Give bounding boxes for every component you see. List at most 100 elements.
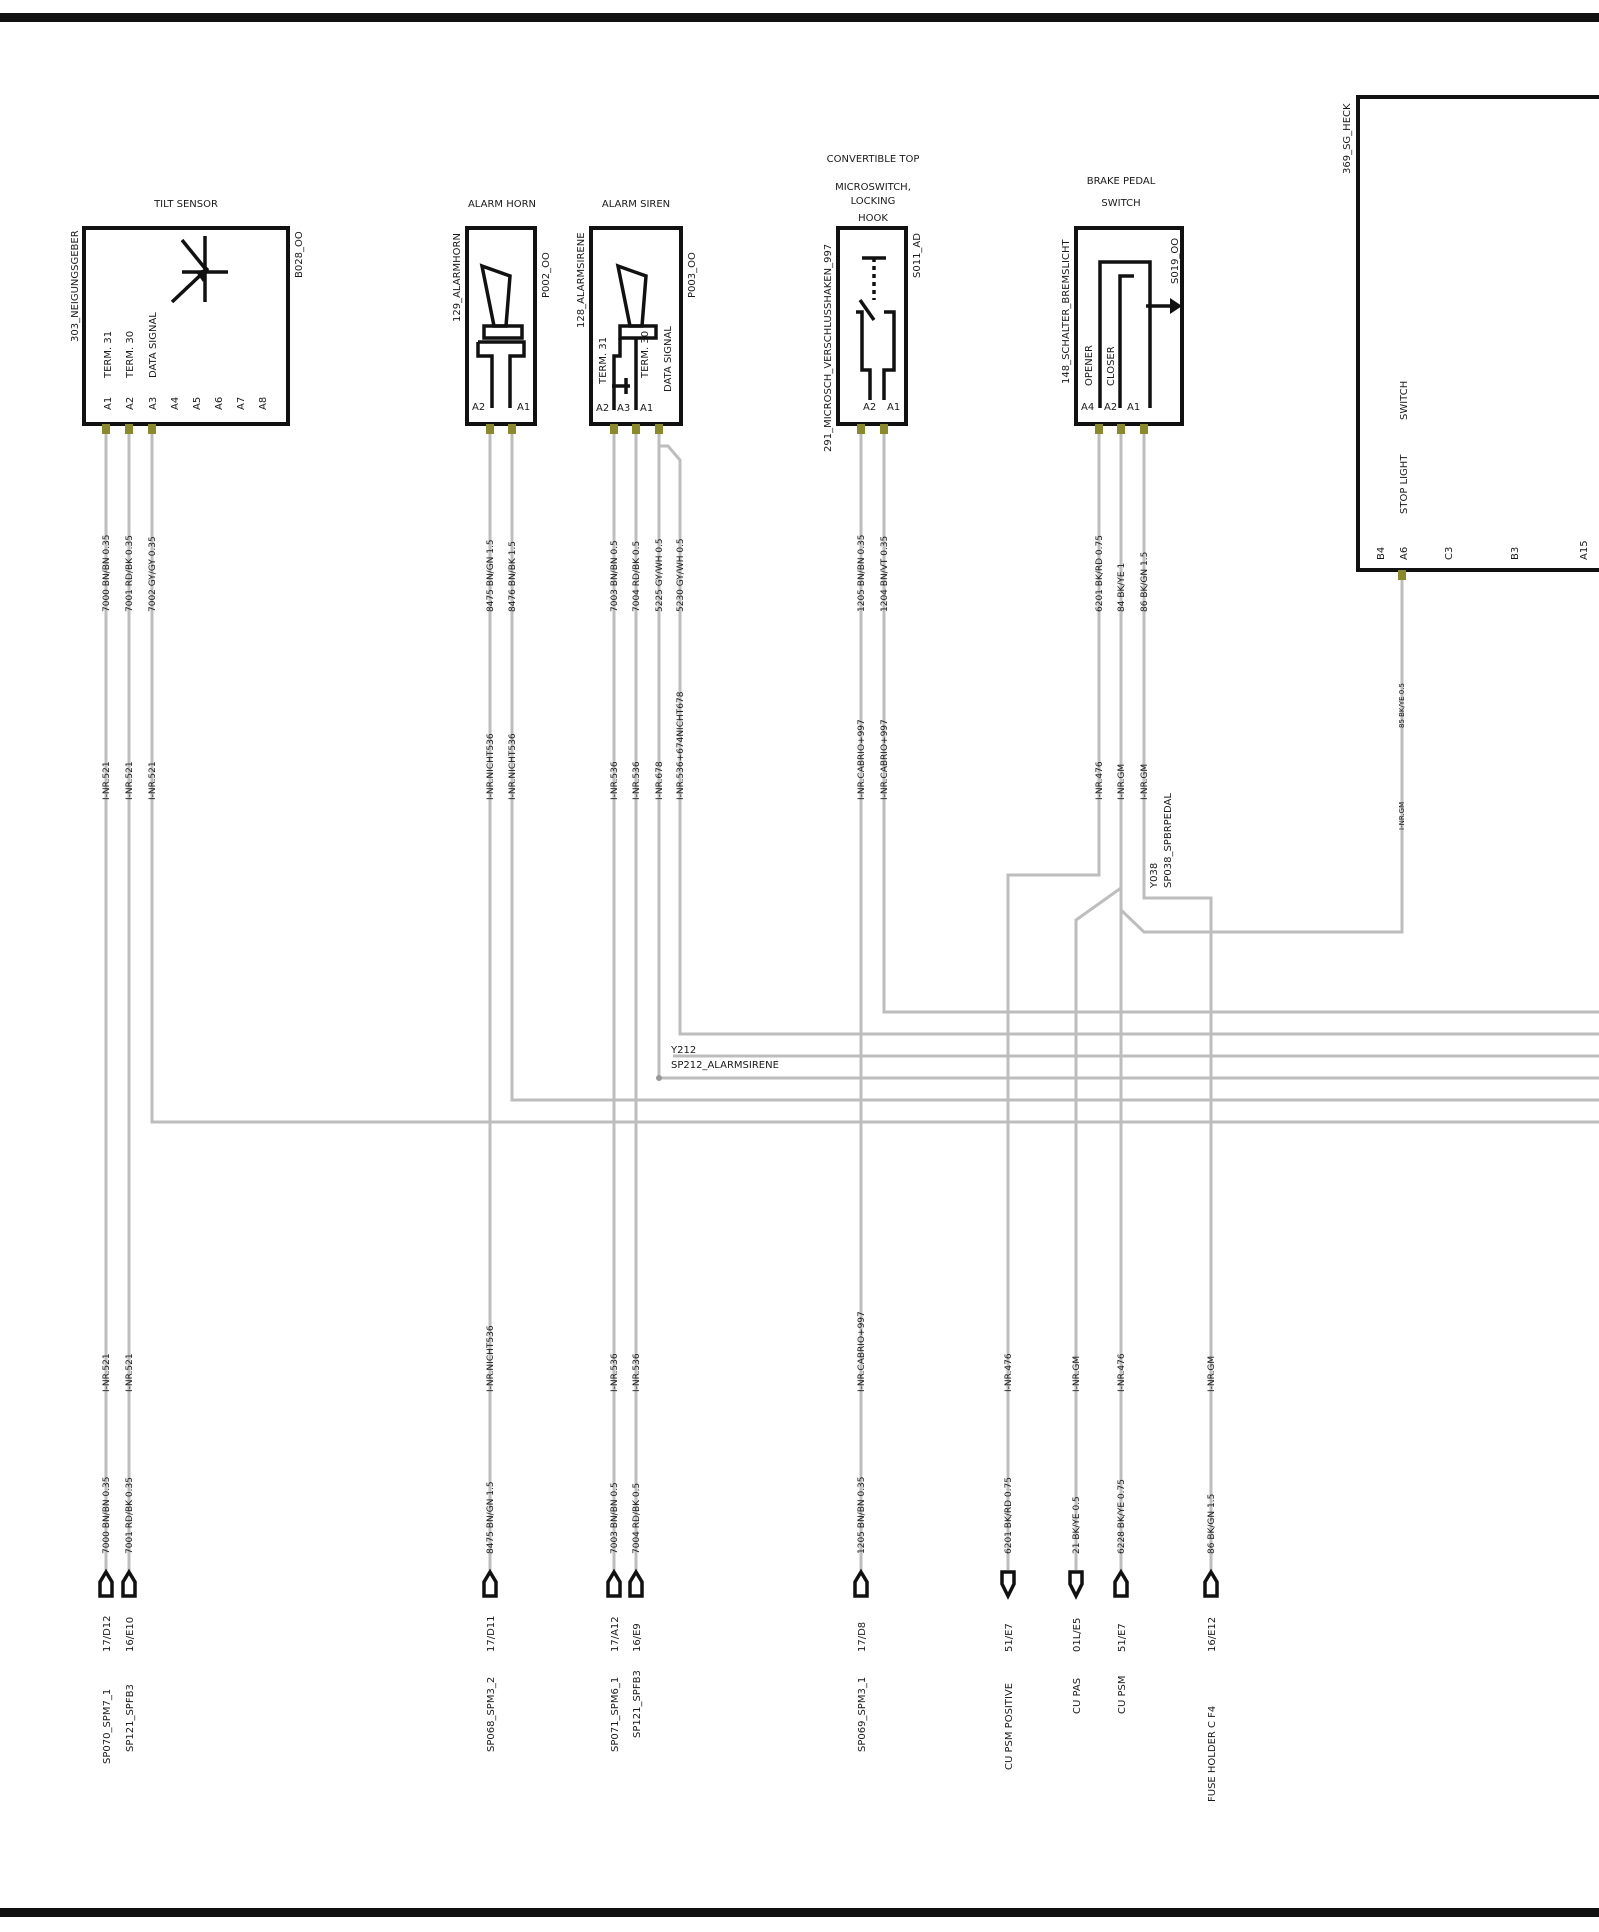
siren-pin-mark	[610, 424, 618, 434]
connector-arrow-icon[interactable]	[1113, 1568, 1129, 1598]
tilt-pin-a5: A5	[192, 397, 203, 410]
horn-pin-a2: A2	[472, 402, 485, 413]
wire-8476[interactable]	[510, 428, 1599, 1102]
tilt-sensor[interactable]: TILT SENSOR 303_NEIGUNGSGEBER B028_OO TE…	[70, 199, 305, 434]
inr-label: I-NR.536	[632, 761, 642, 800]
tilt-pin-a6: A6	[214, 397, 225, 410]
inr-label: I-NR.536+674NICHT678	[676, 691, 686, 800]
siren-data-signal: DATA SIGNAL	[663, 326, 674, 392]
connector-ref: 51/E7	[1117, 1623, 1128, 1652]
connector-name: SP121_SPFB3	[632, 1670, 643, 1738]
wire-label: 1204 BN/VT 0.35	[880, 536, 890, 612]
brake-opener: OPENER	[1084, 345, 1095, 386]
tilt-pin-a1: A1	[103, 397, 114, 410]
wire-7002[interactable]	[150, 428, 1599, 1124]
tilt-sensor-box	[82, 226, 290, 426]
wire-label: 86 BK/GN 1.5	[1140, 552, 1150, 612]
connector-arrow-icon[interactable]	[98, 1568, 114, 1598]
wire-5230[interactable]	[659, 444, 1599, 1036]
inr-label: I-NR.GM	[1207, 1356, 1217, 1392]
wire-label: 86 BK/GN 1.5	[1207, 1494, 1217, 1554]
inr-label: I-NR.521	[148, 761, 158, 800]
tilt-sensor-id: 303_NEIGUNGSGEBER	[70, 230, 81, 342]
alarm-horn-id: 129_ALARMHORN	[452, 233, 463, 322]
inr-label: I-NR.GM	[1072, 1356, 1082, 1392]
tilt-term31: TERM. 31	[103, 331, 114, 379]
sg-pin-a15: A15	[1579, 540, 1590, 560]
inr-label: I-NR.NICHT536	[486, 1325, 496, 1392]
top-border	[0, 13, 1599, 22]
wire-label: 7001 RD/BK 0.35	[125, 1477, 135, 1554]
micro-code: S011_AD	[912, 233, 923, 278]
connector-arrow-icon[interactable]	[482, 1568, 498, 1598]
micro-title-1: CONVERTIBLE TOP	[827, 154, 920, 165]
wire-label: 84 BK/YE 1	[1117, 563, 1127, 612]
siren-symbol-icon	[612, 263, 658, 410]
inr-label: I-NR.GM	[1140, 764, 1150, 800]
wire-1204[interactable]	[882, 428, 1599, 1014]
connector-arrow-icon[interactable]	[1068, 1570, 1084, 1600]
sg-switch: SWITCH	[1399, 381, 1410, 420]
brake-pin-a1: A1	[1127, 402, 1140, 413]
wire-84[interactable]	[1074, 428, 1123, 1570]
connector-arrow-icon[interactable]	[606, 1568, 622, 1598]
wire-label: 7000 BN/BN 0.35	[102, 534, 112, 612]
brake-pin-mark	[1117, 424, 1125, 434]
connector-names: SP070_SPM7_1 SP121_SPFB3 SP068_SPM3_2 SP…	[102, 1670, 1218, 1802]
connector-name: CU PSM	[1117, 1676, 1128, 1715]
tilt-pin-a2: A2	[125, 397, 136, 410]
inr-label: I-NR.678	[655, 761, 665, 800]
wire-86[interactable]	[1142, 428, 1213, 1570]
wire-label: 1205 BN/BN 0.35	[857, 534, 867, 612]
horn-pin-mark	[508, 424, 516, 434]
wire-label: 7004 RD/BK 0.5	[632, 1483, 642, 1554]
brake-pin-a2: A2	[1104, 402, 1117, 413]
splice-y212	[656, 1075, 662, 1081]
wire-6201[interactable]	[1006, 428, 1101, 1570]
connector-name: SP069_SPM3_1	[857, 1677, 868, 1752]
control-unit-sg-heck[interactable]: 369_SG_HECK STOP LIGHT SWITCH B4 A6 C3 B…	[1342, 95, 1599, 580]
connector-ref: 16/E10	[125, 1617, 136, 1652]
connector-name: SP121_SPFB3	[125, 1684, 136, 1752]
connector-ref: 51/E7	[1004, 1623, 1015, 1652]
alarm-siren-id: 128_ALARMSIRENE	[576, 232, 587, 328]
brake-pin-a4: A4	[1081, 402, 1094, 413]
brake-pedal-switch[interactable]: BRAKE PEDAL SWITCH 148_SCHALTER_BREMSLIC…	[1061, 176, 1184, 434]
inr-label: I-NR.GM	[1117, 764, 1127, 800]
sg-pin-b4: B4	[1376, 547, 1387, 560]
wire-85[interactable]	[1119, 570, 1404, 934]
inr-label: I-NR.NICHT536	[508, 733, 518, 800]
brake-pin-mark	[1095, 424, 1103, 434]
alarm-horn-title: ALARM HORN	[468, 199, 536, 210]
wire-label: 8476 BN/BK 1.5	[508, 541, 518, 612]
inr-labels-lower: I-NR.521 I-NR.521 I-NR.NICHT536 I-NR.536…	[102, 1311, 1217, 1392]
connector-arrow-icon[interactable]	[1203, 1568, 1219, 1598]
connector-name: SP071_SPM6_1	[610, 1677, 621, 1752]
connector-arrow-icon[interactable]	[1000, 1570, 1016, 1600]
connector-arrow-icon[interactable]	[121, 1568, 137, 1598]
inr-label: I-NR.CABRIO+997	[857, 719, 867, 800]
inr-label: I-NR.536	[610, 1353, 620, 1392]
siren-pin-mark	[655, 424, 663, 434]
tilt-pin-mark	[102, 424, 110, 434]
connector-arrow-icon[interactable]	[853, 1568, 869, 1598]
micro-title-4: HOOK	[858, 213, 888, 224]
alarm-siren-code: P003_OO	[687, 252, 698, 298]
wire-label: 6228 BK/YE 0.75	[1117, 1479, 1127, 1554]
splice-y038-label: Y038	[1149, 863, 1160, 889]
siren-pin-a1: A1	[640, 403, 653, 414]
connector-arrow-icon[interactable]	[628, 1568, 644, 1598]
wire-label: 5225 GY/WH 0.5	[655, 538, 665, 612]
connector-name: SP070_SPM7_1	[102, 1689, 113, 1764]
alarm-siren[interactable]: ALARM SIREN 128_ALARMSIRENE P003_OO TERM…	[576, 199, 698, 434]
connector-ref: 17/D11	[486, 1615, 497, 1652]
tilt-pin-mark	[125, 424, 133, 434]
wire-label: 7002 GY/GY 0.35	[148, 536, 158, 612]
inr-label: I-NR.521	[125, 761, 135, 800]
wire-label: 7003 BN/BN 0.5	[610, 1482, 620, 1554]
alarm-horn[interactable]: ALARM HORN 129_ALARMHORN P002_OO A2 A1	[452, 199, 552, 434]
tilt-symbol-icon	[170, 236, 228, 304]
sg-stop-light: STOP LIGHT	[1399, 454, 1410, 514]
convertible-top-microswitch[interactable]: CONVERTIBLE TOP MICROSWITCH, LOCKING HOO…	[823, 154, 923, 452]
